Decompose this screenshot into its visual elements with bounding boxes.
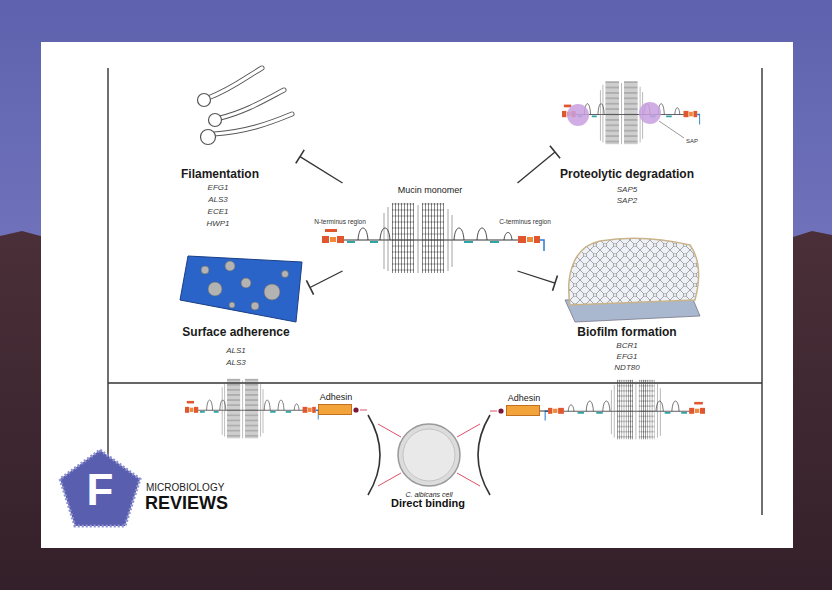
gene-label: EFG1 xyxy=(208,183,229,192)
direct-binding-drawing xyxy=(378,424,480,486)
cell-outline xyxy=(396,422,462,488)
illustration-shape xyxy=(241,278,251,288)
inhibition-bar xyxy=(306,280,313,294)
panel-frame xyxy=(107,68,108,515)
direct-binding-drawing xyxy=(545,380,705,440)
hyphae-drawing xyxy=(208,68,262,98)
heading-text: Proteolytic degradation xyxy=(560,168,694,182)
inhibition-bar xyxy=(550,146,560,158)
mucin-title: Mucin monomer xyxy=(398,185,463,195)
inhibition-bar xyxy=(296,150,304,164)
proteolysis-drawing xyxy=(639,102,661,124)
region-label: C-terminus region xyxy=(499,218,551,225)
direct-binding-drawing xyxy=(498,408,503,413)
hyphae-drawing xyxy=(201,130,216,145)
mucin-panel: Mucin monomerN-terminus region C-terminus… xyxy=(305,183,555,271)
process-panel: FilamentationEFG1ALS3ECE1HWP1 xyxy=(170,62,300,234)
illustration-shape xyxy=(208,282,222,296)
gene-label: EFG1 xyxy=(617,352,638,361)
illustration-shape xyxy=(229,302,235,308)
adhesin-label: Adhesin xyxy=(320,392,353,402)
gene-label: BCR1 xyxy=(616,341,637,350)
adhesin-label: Adhesin xyxy=(508,393,541,403)
panel-frame xyxy=(108,68,762,515)
mucin-monomer-drawing xyxy=(322,203,544,273)
adhesin-box: Adhesin xyxy=(506,405,540,416)
adhesin-box: Adhesin xyxy=(318,404,352,415)
cell-circle: C. albicans cell xyxy=(396,422,462,488)
inhibition-connector xyxy=(306,271,342,295)
direct-binding-drawing xyxy=(185,379,318,439)
inhibition-connector xyxy=(518,146,561,183)
callout-label: SAP xyxy=(686,138,698,145)
connector-line xyxy=(518,271,556,283)
illustration-shape xyxy=(264,284,280,300)
hyphae-drawing xyxy=(198,68,293,145)
white-card xyxy=(41,42,793,548)
heading-text: Biofilm formation xyxy=(577,326,676,340)
direct-binding-drawing xyxy=(185,379,705,495)
region-label: N-terminus region xyxy=(314,218,366,225)
gene-label: ALS3 xyxy=(208,195,228,204)
hyphae-drawing xyxy=(208,68,262,98)
illustration-shape xyxy=(251,302,259,310)
gene-label: SAP2 xyxy=(617,196,637,205)
direct-binding-drawing xyxy=(353,407,358,412)
biofilm-drawing xyxy=(565,238,700,322)
connector-line xyxy=(310,271,343,288)
heading-text: Surface adherence xyxy=(182,326,289,340)
gene-label: ALS3 xyxy=(226,358,246,367)
panel-title: Direct binding xyxy=(391,497,465,510)
gene-label: NDT80 xyxy=(614,363,639,372)
inhibition-connector xyxy=(518,271,558,291)
process-panel: Biofilm formationBCR1EFG1NDT80 xyxy=(555,232,705,378)
proteolysis-drawing xyxy=(562,81,700,144)
biofilm-drawing xyxy=(569,238,699,305)
direct-binding-drawing xyxy=(360,410,497,411)
direct-binding-drawing xyxy=(540,411,548,412)
process-panel: Proteolytic degradationSAP5SAP2 xyxy=(555,65,705,210)
gene-label: ALS1 xyxy=(226,346,246,355)
hyphae-drawing xyxy=(198,94,211,107)
proteolysis-drawing xyxy=(562,81,700,144)
panel-frame xyxy=(108,382,762,383)
adherence-surface-drawing xyxy=(180,256,302,322)
cell-wall xyxy=(398,424,460,486)
process-panel: Surface adherenceALS1ALS3 xyxy=(170,250,310,375)
gene-label: SAP5 xyxy=(617,185,637,194)
hyphae-drawing xyxy=(209,114,222,127)
journal-name: MICROBIOLOGY xyxy=(146,482,224,494)
gene-label: HWP1 xyxy=(206,219,229,228)
journal-name: REVIEWS xyxy=(145,493,228,514)
connector-line xyxy=(300,157,343,183)
proteolysis-drawing xyxy=(567,104,589,126)
proteolysis-drawing xyxy=(659,121,684,138)
inhibition-bar xyxy=(553,275,558,290)
panel-frame xyxy=(761,68,762,515)
heading-text: Filamentation xyxy=(181,168,259,182)
illustration-shape xyxy=(225,261,235,271)
hyphae-drawing xyxy=(220,90,284,118)
hyphae-drawing xyxy=(220,90,284,118)
journal-logo xyxy=(60,450,140,526)
hyphae-drawing xyxy=(214,114,292,134)
connector-line xyxy=(518,152,556,183)
journal-logo xyxy=(60,450,140,526)
gene-label: ECE1 xyxy=(208,207,229,216)
inhibition-connector xyxy=(296,150,343,183)
direct-binding-drawing xyxy=(478,415,490,495)
illustration-shape xyxy=(201,266,209,274)
mucin-monomer-drawing xyxy=(322,203,544,273)
cell-body xyxy=(403,429,455,481)
illustration-shape xyxy=(282,271,289,278)
logo-letter: F xyxy=(87,465,114,516)
adherence-surface-drawing xyxy=(180,256,302,322)
direct-binding-drawing xyxy=(368,415,380,495)
hyphae-drawing xyxy=(214,114,292,134)
